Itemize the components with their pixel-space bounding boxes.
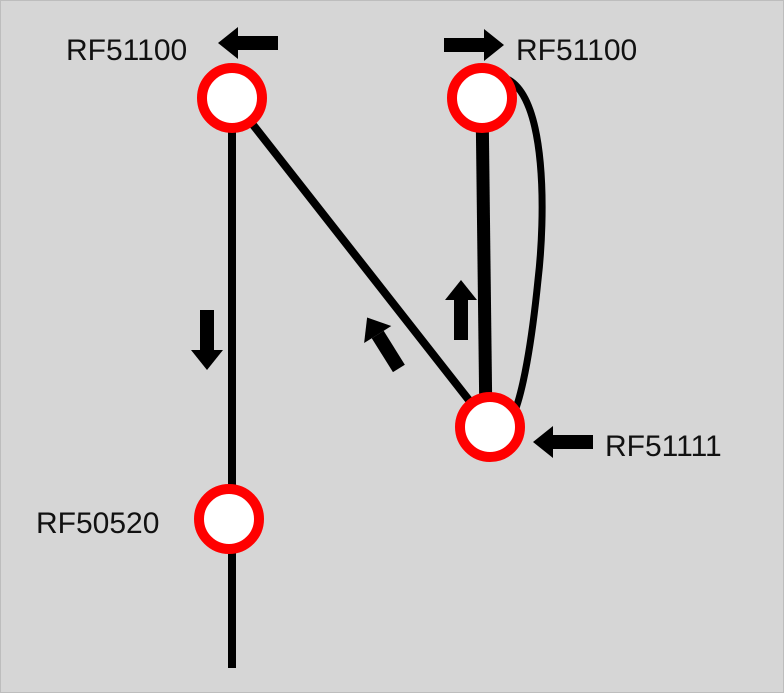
node-top-right — [447, 63, 517, 133]
node-right-mid — [455, 392, 525, 462]
arrow-down-icon — [191, 310, 223, 370]
label-right-mid: RF51111 — [605, 430, 722, 463]
edge-diagonal — [228, 95, 494, 430]
arrow-diagonal-icon — [364, 317, 405, 373]
arrow-pointing-left-icon — [533, 426, 593, 458]
label-top-left: RF51100 — [66, 34, 187, 67]
arrow-right-icon — [444, 29, 504, 61]
node-top-left — [197, 63, 267, 133]
arrow-left-icon — [218, 27, 278, 59]
arrow-up-icon — [445, 280, 477, 340]
edge-right-curve — [503, 74, 546, 420]
label-top-right: RF51100 — [516, 34, 637, 67]
label-bottom-left: RF50520 — [36, 507, 159, 540]
node-bottom-left — [194, 484, 264, 554]
edge-right-vertical — [475, 97, 493, 428]
